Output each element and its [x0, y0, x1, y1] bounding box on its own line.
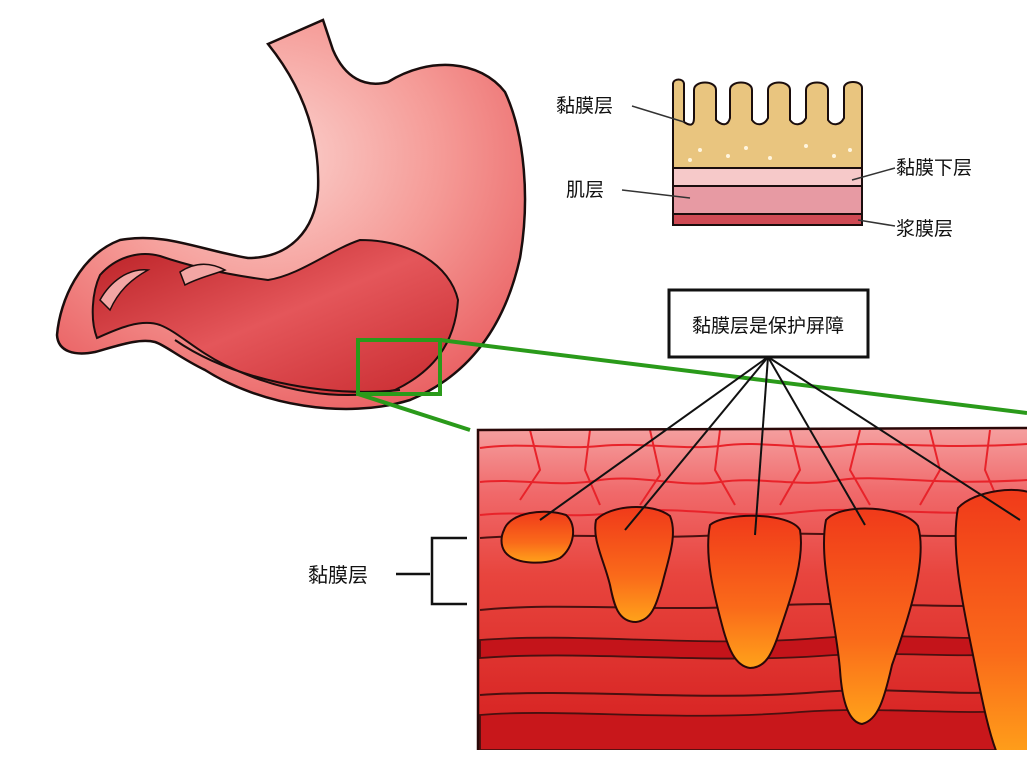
- inset-label-muscularis: 肌层: [566, 179, 604, 201]
- muscularis-layer-shape: [672, 185, 863, 215]
- zoom-line-top: [439, 338, 1027, 415]
- callout-pointer-lines: [539, 356, 1021, 536]
- gastric-gland-5: [954, 488, 1027, 750]
- bracket-label: 黏膜层: [308, 563, 368, 587]
- muscle-band-3: [479, 709, 1027, 750]
- mucosa-dots: [688, 144, 852, 162]
- mucosa-leader: [631, 105, 685, 123]
- serosa-layer-shape: [672, 213, 863, 226]
- inset-label-mucosa: 黏膜层: [556, 95, 613, 117]
- muscle-band-2: [479, 689, 1027, 697]
- tissue-outline: [476, 426, 1027, 750]
- zoomed-tissue: [476, 426, 1027, 750]
- inset-label-serosa: 浆膜层: [896, 218, 953, 240]
- protective-barrier-callout: 黏膜层是保护屏障: [539, 288, 1021, 536]
- zoom-box: [356, 338, 442, 396]
- gastric-gland-3: [707, 514, 802, 670]
- gastric-gland-1: [500, 510, 575, 564]
- wall-layers-inset: 黏膜层 黏膜下层 肌层 浆膜层: [556, 78, 972, 240]
- mucosa-layer-shape: [672, 78, 863, 169]
- callout-box: [667, 288, 870, 359]
- submucosa-layer-shape: [672, 167, 863, 187]
- muscularis-leader: [621, 189, 691, 199]
- mucosa-bracket: 黏膜层: [308, 536, 467, 606]
- gastric-gland-4: [823, 507, 922, 726]
- zoom-line-bottom: [357, 392, 471, 432]
- serosa-leader: [857, 219, 896, 227]
- stomach-illustration: [55, 18, 527, 411]
- inset-label-submucosa: 黏膜下层: [896, 157, 972, 179]
- zoom-indicator: [356, 338, 1027, 432]
- submucosa-leader: [851, 167, 896, 181]
- stomach-lower-lining: [174, 339, 401, 393]
- stomach-fold: [99, 263, 227, 312]
- gastric-gland-2: [594, 506, 674, 624]
- callout-text: 黏膜层是保护屏障: [692, 315, 844, 337]
